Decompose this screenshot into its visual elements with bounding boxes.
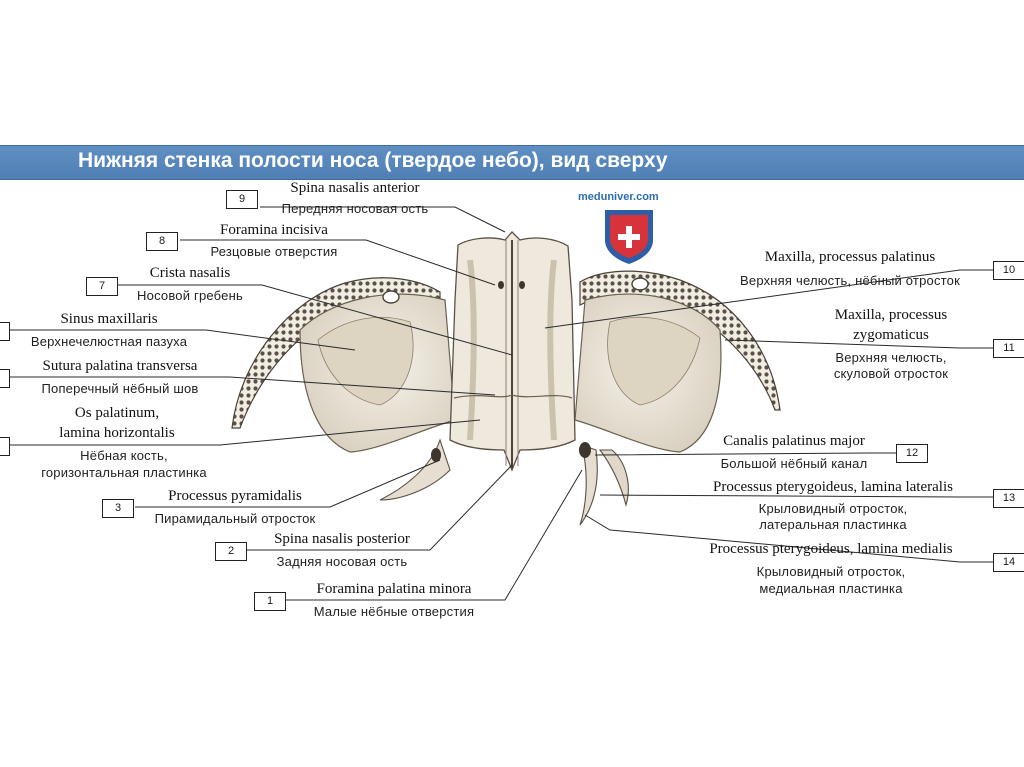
label-latin: Os palatinum, [74, 405, 160, 421]
label-latin: zygomaticus [853, 327, 929, 343]
label-number: 10 [993, 261, 1024, 280]
label-number: 4 [0, 437, 10, 456]
label-number: 9 [226, 190, 258, 209]
label-latin: Spina nasalis anterior [290, 180, 420, 196]
label-latin: Sutura palatina transversa [42, 358, 198, 374]
label-russian: Верхняя челюсть, нёбный отросток [740, 273, 960, 288]
label-latin: Sinus maxillaris [60, 311, 158, 327]
label-russian: Пирамидальный отросток [154, 511, 316, 526]
label-russian: горизонтальная пластинка [41, 465, 207, 480]
label-number: 11 [993, 339, 1024, 358]
page-title: Нижняя стенка полости носа (твердое небо… [78, 149, 668, 172]
label-russian: латеральная пластинка [759, 517, 907, 532]
label-number: 1 [254, 592, 286, 611]
label-russian: Верхнечелюстная пазуха [30, 334, 188, 349]
watermark-text: meduniver.com [578, 191, 659, 203]
label-russian: скуловой отросток [833, 366, 949, 381]
label-russian: Крыловидный отросток, [758, 501, 908, 516]
label-number: 7 [86, 277, 118, 296]
label-number: 5 [0, 369, 10, 388]
label-russian: Резцовые отверстия [210, 244, 338, 259]
meduniver-logo [605, 210, 653, 264]
label-russian: Нёбная кость, [80, 448, 168, 463]
label-russian: Носовой гребень [137, 288, 243, 303]
pterygoid-processes [379, 438, 629, 526]
label-latin: Spina nasalis posterior [274, 531, 410, 547]
label-number: 2 [215, 542, 247, 561]
label-number: 13 [993, 489, 1024, 508]
label-russian: Поперечный нёбный шов [41, 381, 199, 396]
label-latin: Maxilla, processus palatinus [764, 249, 936, 265]
label-latin: Foramina palatina minora [316, 581, 472, 597]
label-latin: Foramina incisiva [220, 222, 328, 238]
label-latin: Canalis palatinus major [723, 433, 865, 449]
label-number: 8 [146, 232, 178, 251]
label-latin: Crista nasalis [149, 265, 231, 281]
label-number: 6 [0, 322, 10, 341]
hard-palate [449, 231, 576, 472]
label-latin: Processus pterygoideus, lamina medialis [709, 541, 953, 557]
right-maxilla-zygomatic [574, 270, 781, 453]
left-maxilla-zygomatic [231, 277, 456, 453]
label-russian: Крыловидный отросток, [756, 564, 906, 579]
label-latin: Processus pyramidalis [168, 488, 302, 504]
label-russian: Верхняя челюсть, [835, 350, 947, 365]
label-russian: медиальная пластинка [759, 581, 903, 596]
label-russian: Передняя носовая ость [281, 201, 429, 216]
title-bar: Нижняя стенка полости носа (твердое небо… [0, 145, 1024, 180]
label-russian: Большой нёбный канал [720, 456, 868, 471]
label-number: 3 [102, 499, 134, 518]
label-russian: Задняя носовая ость [276, 554, 408, 569]
leader-lines [10, 206, 995, 601]
label-latin: lamina horizontalis [59, 425, 175, 441]
label-number: 12 [896, 444, 928, 463]
label-latin: Maxilla, processus [834, 307, 948, 323]
label-latin: Processus pterygoideus, lamina lateralis [713, 479, 953, 495]
label-number: 14 [993, 553, 1024, 572]
label-russian: Малые нёбные отверстия [313, 604, 475, 619]
